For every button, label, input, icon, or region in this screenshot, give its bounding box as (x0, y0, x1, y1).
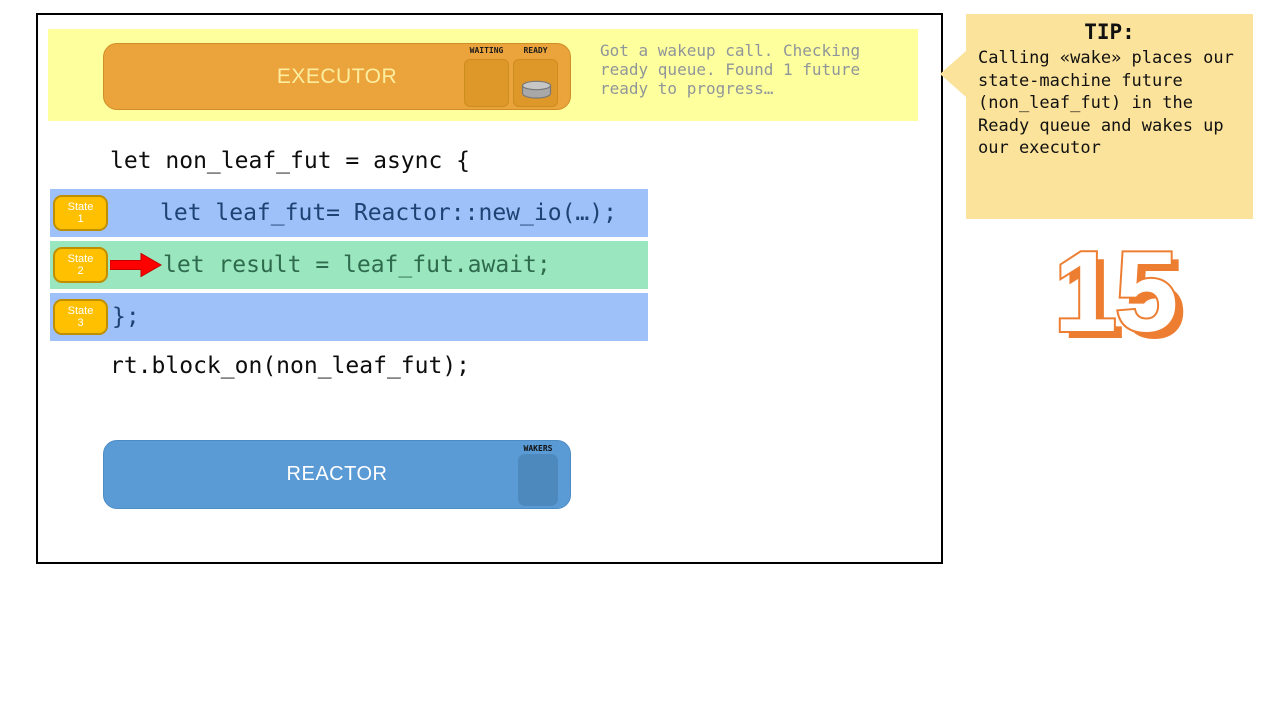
waiting-queue: WAITING (464, 45, 509, 107)
state-1-badge: State 1 (53, 195, 108, 231)
tip-body: Calling «wake» places our state-machine … (978, 48, 1234, 158)
state-machine-rows: State 1 let leaf_fut= Reactor::new_io(…)… (50, 189, 648, 345)
reactor-box: REACTOR WAKERS (103, 440, 571, 509)
executor-banner: EXECUTOR WAITING READY (48, 29, 918, 121)
tip-title: TIP: (1084, 20, 1135, 44)
ready-queue-label: READY (523, 46, 548, 55)
state-3-badge: State 3 (53, 299, 108, 335)
wakers-label: WAKERS (523, 444, 553, 453)
state-badge-word: State (67, 253, 94, 265)
reactor-title: REACTOR (286, 463, 388, 485)
code-close-line: rt.block_on(non_leaf_fut); (110, 353, 471, 379)
state-badge-num: 3 (77, 317, 84, 329)
state-3-code: }; (112, 304, 140, 330)
state-row-1: State 1 let leaf_fut= Reactor::new_io(…)… (50, 189, 648, 237)
executor-status-message: Got a wakeup call. Checking ready queue.… (600, 41, 861, 98)
state-badge-num: 2 (77, 265, 84, 277)
state-row-3: State 3 }; (50, 293, 648, 341)
tip-callout: TIP: Calling «wake» places our state-mac… (940, 14, 1253, 219)
current-line-arrow-icon (109, 252, 163, 283)
ready-queue-slot (513, 59, 558, 107)
executor-title: EXECUTOR (276, 64, 398, 88)
ready-queue: READY (513, 45, 558, 107)
wakers-slot (518, 454, 558, 506)
state-1-code: let leaf_fut= Reactor::new_io(…); (160, 200, 617, 226)
slide-number: 15 (1052, 229, 1181, 356)
state-badge-word: State (67, 201, 94, 213)
state-2-badge: State 2 (53, 247, 108, 283)
state-badge-num: 1 (77, 213, 84, 225)
waiting-queue-slot (464, 59, 509, 107)
state-2-code: let result = leaf_fut.await; (163, 252, 551, 278)
waiting-queue-label: WAITING (469, 46, 504, 55)
diagram-panel: EXECUTOR WAITING READY (36, 13, 943, 564)
code-open-line: let non_leaf_fut = async { (110, 148, 471, 174)
state-badge-word: State (67, 305, 94, 317)
state-row-2-current: State 2 let result = leaf_fut.await; (50, 241, 648, 289)
future-cylinder-icon (521, 80, 552, 104)
executor-box: EXECUTOR WAITING READY (103, 43, 571, 110)
tip-pointer-icon (940, 51, 966, 97)
